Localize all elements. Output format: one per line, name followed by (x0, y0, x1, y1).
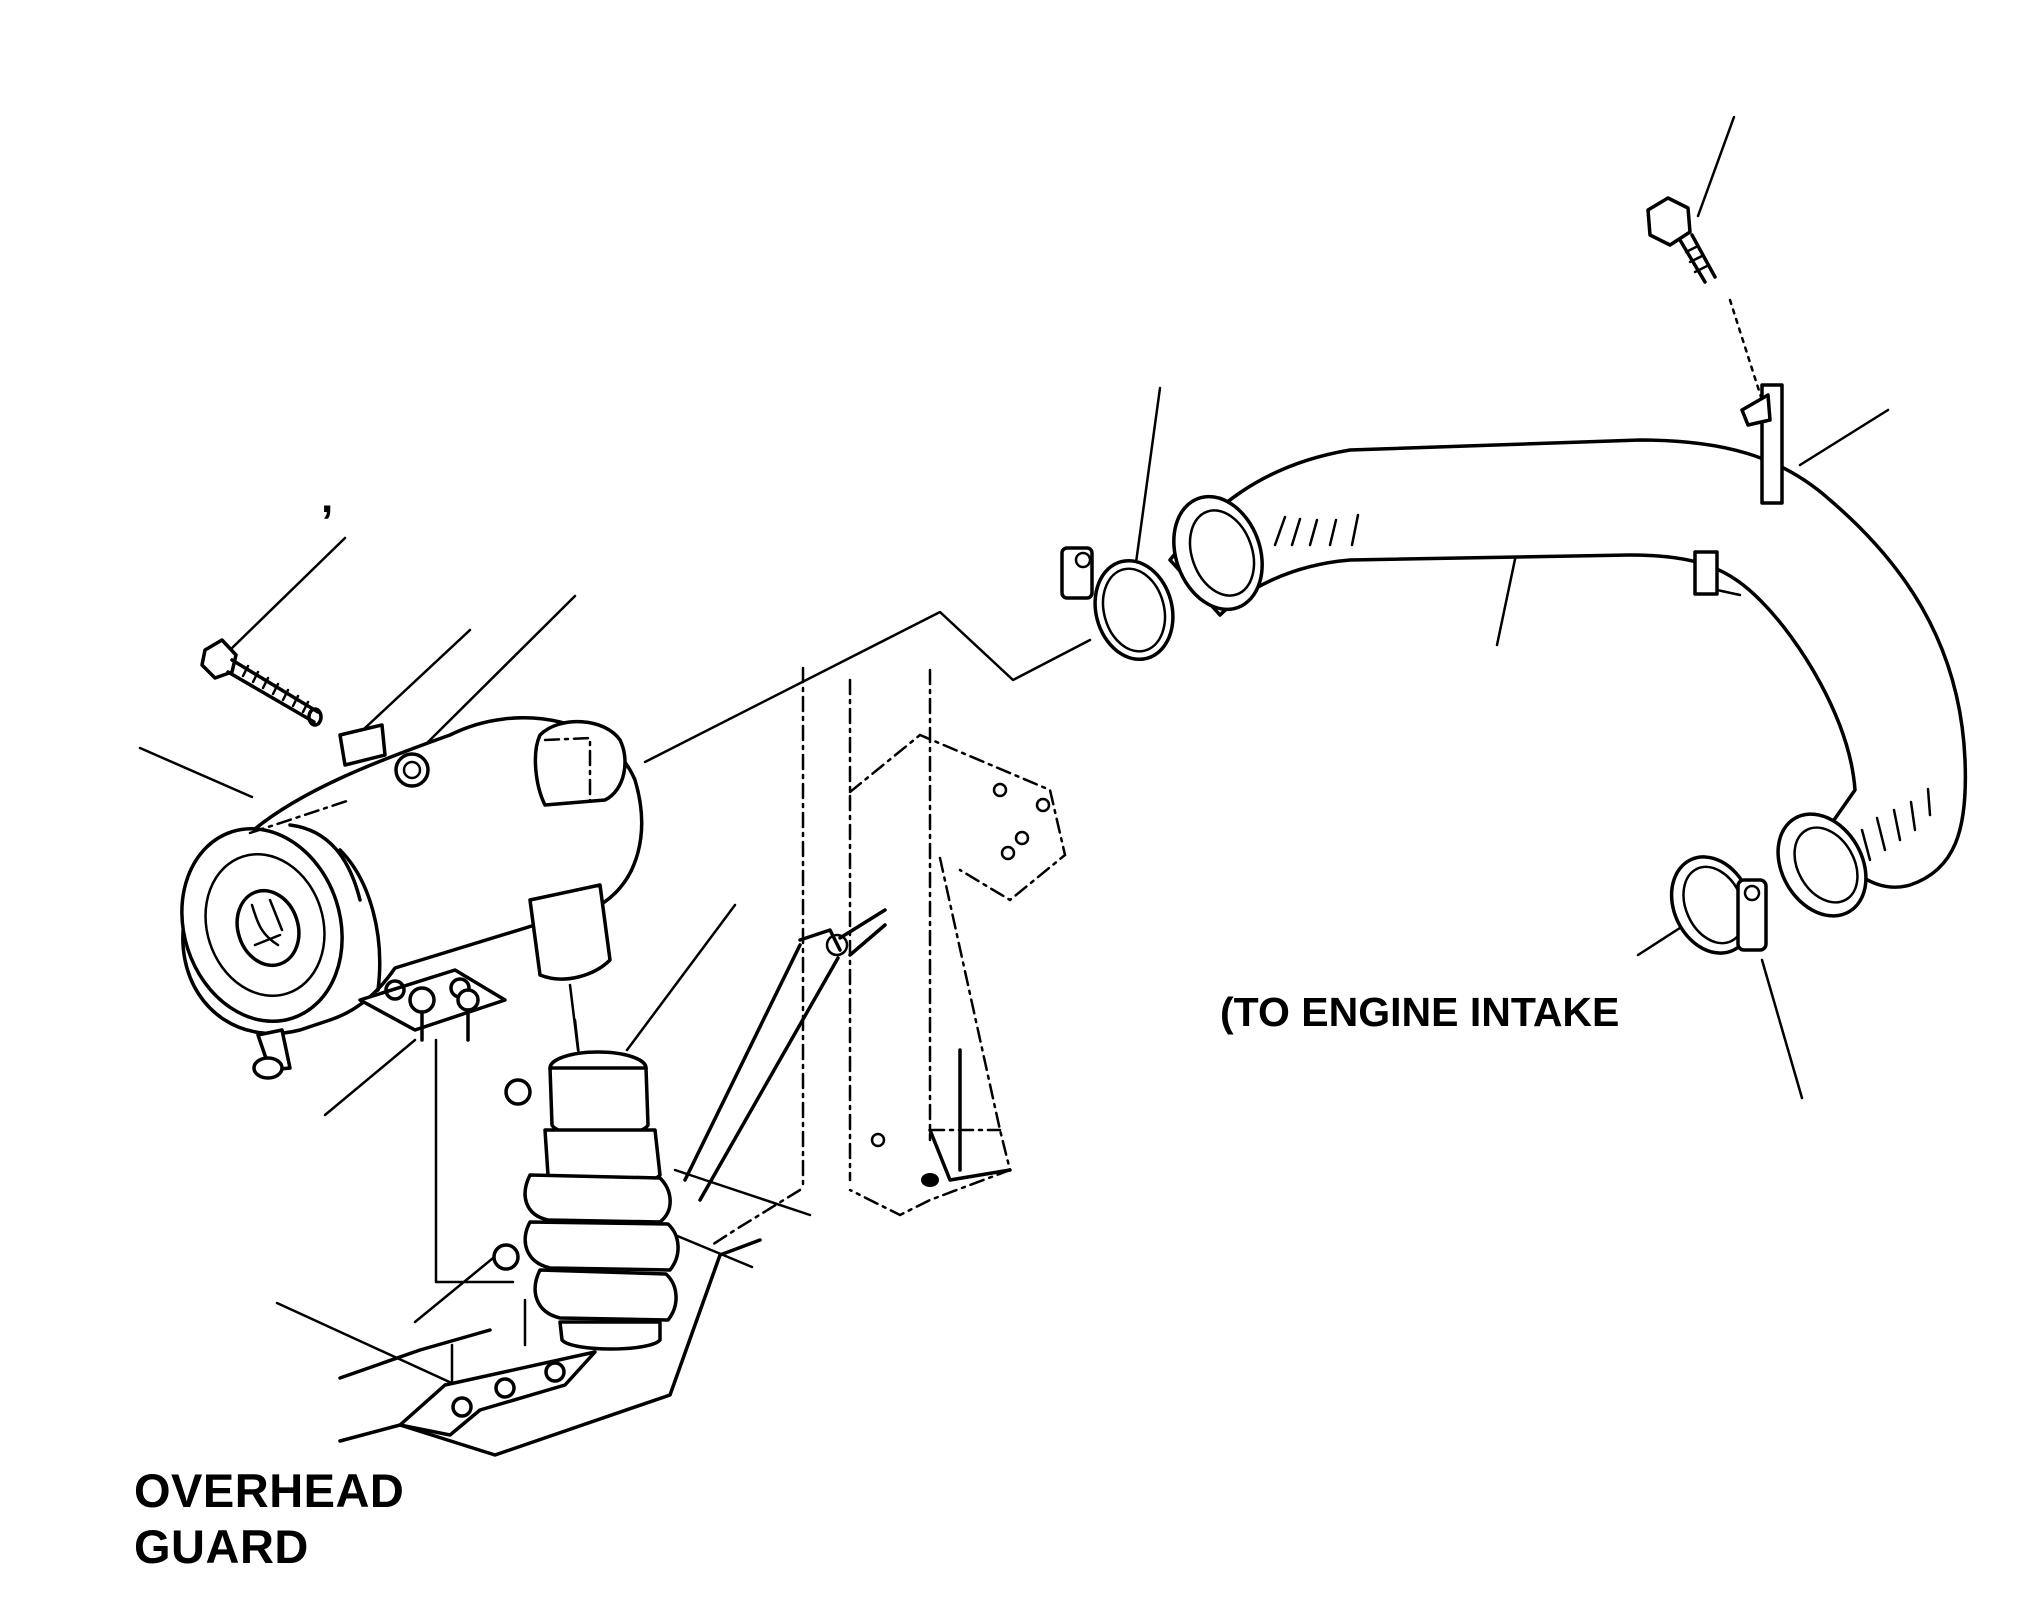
leader-bellows-a (673, 1168, 812, 1217)
pipe-bracket-bolt (1646, 196, 1784, 505)
intake-pipe (1168, 438, 1968, 918)
leader-clamp-screw (1760, 958, 1804, 1100)
bottom-bracket (338, 1238, 762, 1457)
leader-washer (363, 628, 472, 730)
hose-clamp-lower (1669, 855, 1768, 955)
bellows-hose (492, 1050, 680, 1351)
leader-mount-bolts (323, 1038, 417, 1117)
overhead-guard-frame (318, 666, 1067, 1247)
leader-bellows-b (673, 1233, 754, 1269)
leader-elbow (625, 903, 737, 1052)
support-strut (683, 782, 1051, 1202)
engine-intake-label: (TO ENGINE INTAKE (1220, 989, 1620, 1035)
callout-tick-mark: , (321, 473, 334, 522)
leader-top-bolt (1696, 115, 1736, 218)
overhead-guard-label: OVERHEAD GUARD (134, 1463, 404, 1575)
overhead-guard-label-line2: GUARD (134, 1520, 309, 1573)
air-cleaner (180, 716, 644, 1080)
leader-bracket (275, 1301, 458, 1387)
leader-intake-pipe (1495, 543, 1520, 647)
leader-bolt (228, 536, 347, 652)
leader-nut (418, 594, 577, 752)
long-bolt (200, 638, 323, 727)
leader-pipe-bracket (1798, 408, 1890, 467)
callout-leaders (138, 115, 1890, 1387)
hose-clamp-upper (1060, 546, 1175, 662)
overhead-guard-label-line1: OVERHEAD (134, 1464, 405, 1517)
mounting-bolts (408, 986, 480, 1042)
leader-air-cleaner (138, 746, 254, 799)
leader-hose-clamp (1133, 386, 1162, 572)
